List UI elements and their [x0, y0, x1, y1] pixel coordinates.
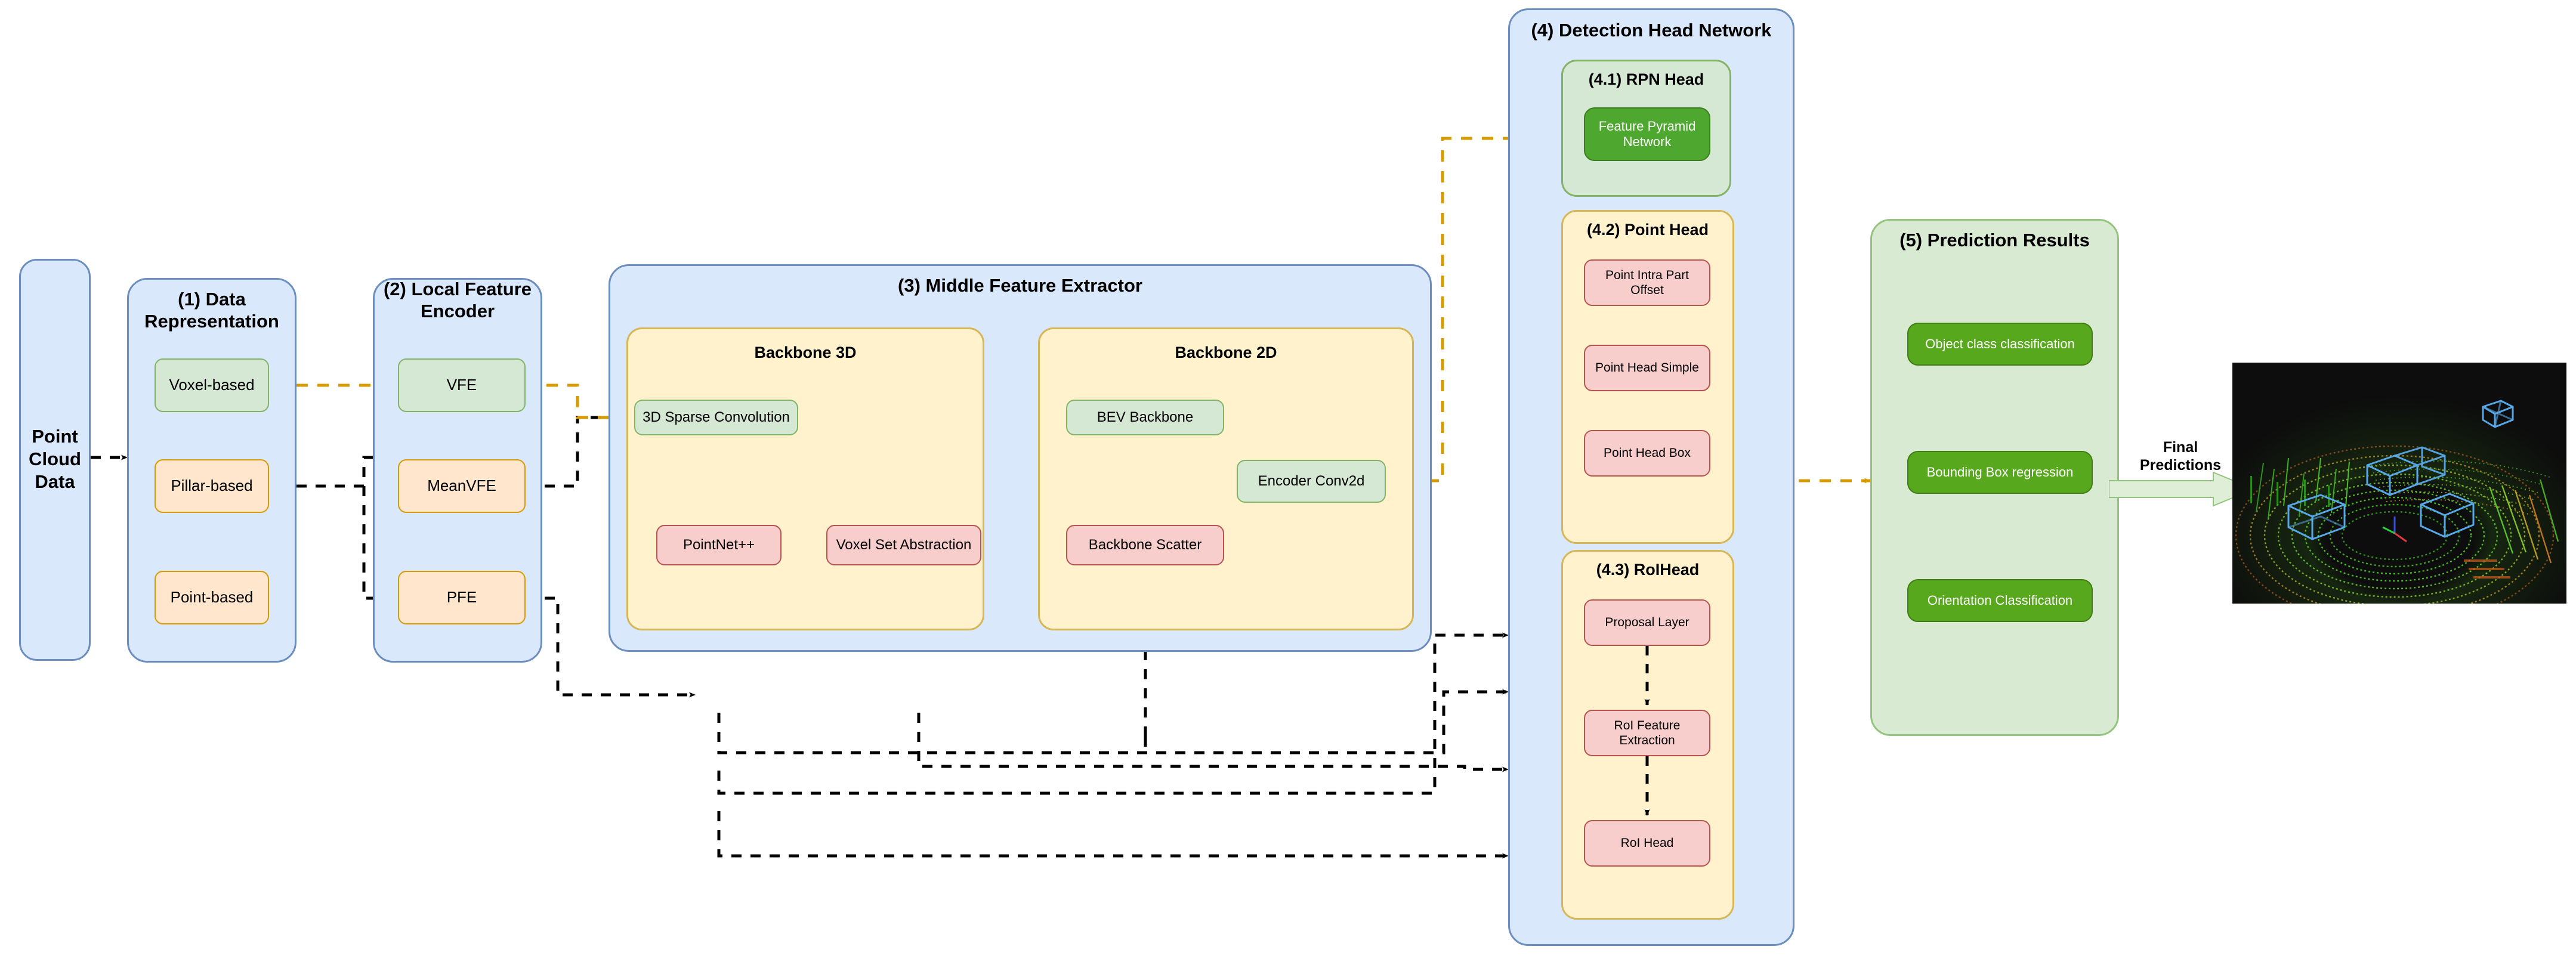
node-meanvfe[interactable]: MeanVFE [398, 459, 526, 513]
roi-head-title: (4.3) RoIHead [1596, 561, 1700, 579]
node-vfe[interactable]: VFE [398, 358, 526, 412]
section-5-title: (5) Prediction Results [1899, 230, 2090, 250]
node-proposal-layer[interactable]: Proposal Layer [1584, 599, 1710, 646]
backbone-2d-title: Backbone 2D [1175, 344, 1277, 361]
rpn-head-title: (4.1) RPN Head [1588, 70, 1704, 88]
node-object-class-classification[interactable]: Object class classification [1907, 323, 2093, 366]
node-pfe[interactable]: PFE [398, 571, 526, 624]
node-3d-sparse-convolution[interactable]: 3D Sparse Convolution [634, 400, 798, 435]
point-cloud-render [2232, 363, 2566, 604]
section-4-title: (4) Detection Head Network [1531, 20, 1772, 41]
node-roi-feature-extraction[interactable]: RoI Feature Extraction [1584, 710, 1710, 756]
point-cloud-data-label: Point Cloud Data [29, 426, 81, 492]
section-2-title: (2) Local Feature Encoder [383, 279, 532, 321]
node-roi-head[interactable]: RoI Head [1584, 820, 1710, 867]
section-3-title: (3) Middle Feature Extractor [898, 275, 1142, 296]
node-orientation-classification[interactable]: Orientation Classification [1907, 579, 2093, 622]
point-cloud-result-image [2232, 363, 2566, 604]
node-backbone-scatter[interactable]: Backbone Scatter [1066, 525, 1224, 565]
node-point-based[interactable]: Point-based [155, 571, 269, 624]
node-encoder-conv2d[interactable]: Encoder Conv2d [1237, 460, 1386, 503]
subsection-backbone-3d [626, 327, 984, 630]
node-feature-pyramid-network[interactable]: Feature Pyramid Network [1584, 107, 1710, 161]
node-point-head-box[interactable]: Point Head Box [1584, 430, 1710, 477]
node-bev-backbone[interactable]: BEV Backbone [1066, 400, 1224, 435]
node-voxel-based[interactable]: Voxel-based [155, 358, 269, 412]
backbone-3d-title: Backbone 3D [754, 344, 857, 361]
final-predictions-label: Final Predictions [2139, 439, 2222, 474]
input-container [19, 259, 91, 661]
node-point-head-simple[interactable]: Point Head Simple [1584, 345, 1710, 391]
node-pointnetpp[interactable]: PointNet++ [656, 525, 782, 565]
section-1-title: (1) Data Representation [144, 289, 279, 332]
point-head-title: (4.2) Point Head [1586, 221, 1709, 239]
node-bounding-box-regression[interactable]: Bounding Box regression [1907, 451, 2093, 494]
node-voxel-set-abstraction[interactable]: Voxel Set Abstraction [826, 525, 981, 565]
node-point-intra-part-offset[interactable]: Point Intra Part Offset [1584, 259, 1710, 306]
node-pillar-based[interactable]: Pillar-based [155, 459, 269, 513]
